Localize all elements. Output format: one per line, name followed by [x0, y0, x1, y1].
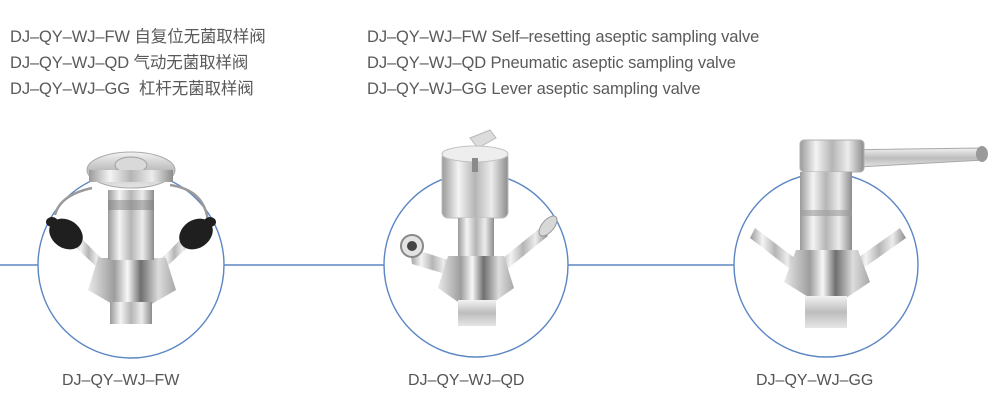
legend-line-gg-zh: DJ–QY–WJ–GG 杠杆无菌取样阀	[10, 80, 254, 98]
caption-qd: DJ–QY–WJ–QD	[408, 372, 525, 389]
self-resetting-valve-icon	[46, 151, 216, 324]
legend-line-qd-zh: DJ–QY–WJ–QD 气动无菌取样阀	[10, 54, 249, 72]
legend-line-qd-en: DJ–QY–WJ–QD Pneumatic aseptic sampling v…	[367, 54, 736, 72]
caption-gg: DJ–QY–WJ–GG	[756, 372, 874, 389]
caption-fw: DJ–QY–WJ–FW	[62, 372, 180, 389]
lever-valve-icon	[750, 139, 988, 328]
legend-line-fw-en: DJ–QY–WJ–FW Self–resetting aseptic sampl…	[367, 28, 760, 46]
legend-english: DJ–QY–WJ–FW Self–resetting aseptic sampl…	[367, 24, 759, 102]
legend-line-fw-zh: DJ–QY–WJ–FW 自复位无菌取样阀	[10, 28, 266, 46]
legend-line-gg-en: DJ–QY–WJ–GG Lever aseptic sampling valve	[367, 80, 701, 98]
pneumatic-valve-icon	[400, 129, 558, 326]
legend-chinese: DJ–QY–WJ–FW 自复位无菌取样阀 DJ–QY–WJ–QD 气动无菌取样阀…	[10, 24, 266, 102]
